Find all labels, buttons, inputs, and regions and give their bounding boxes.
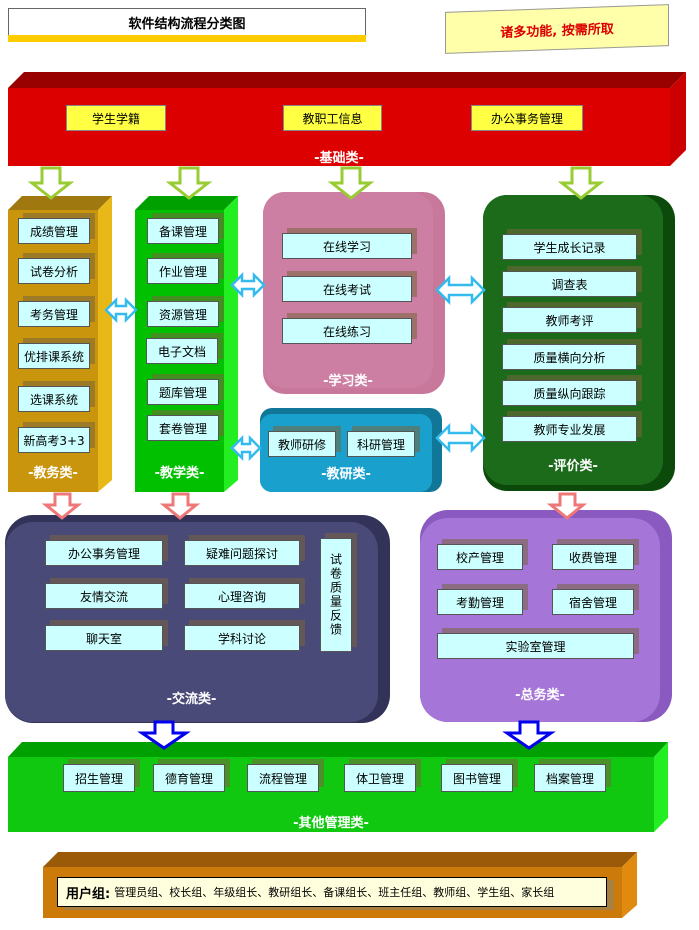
other-item[interactable]: 流程管理 <box>247 764 319 792</box>
user-groups-box: 用户组: 管理员组、校长组、年级组长、教研组长、备课组长、班主任组、教师组、学生… <box>57 877 607 907</box>
jiaoxue-item[interactable]: 题库管理 <box>147 379 219 405</box>
zongwu-item[interactable]: 考勤管理 <box>437 589 523 615</box>
jiaoxue-item[interactable]: 作业管理 <box>147 258 219 284</box>
basic-item[interactable]: 学生学籍 <box>66 105 166 131</box>
jiaowu-item[interactable]: 新高考3+3 <box>18 427 90 453</box>
diagram-title: 软件结构流程分类图 <box>8 8 366 36</box>
jiaowu-item[interactable]: 选课系统 <box>18 386 90 412</box>
xuexi-item[interactable]: 在线学习 <box>282 233 412 259</box>
jiaoliu-label: -交流类- <box>166 692 217 707</box>
jiaoliu-item[interactable]: 友情交流 <box>45 583 163 609</box>
pingjia-item[interactable]: 学生成长记录 <box>502 234 637 260</box>
basic-item[interactable]: 办公事务管理 <box>471 105 583 131</box>
jiaoliu-item[interactable]: 聊天室 <box>45 625 163 651</box>
basic-label: -基础类- <box>314 151 364 166</box>
jiaoyan-item[interactable]: 科研管理 <box>347 431 415 457</box>
user-groups-value: 管理员组、校长组、年级组长、教研组长、备课组长、班主任组、教师组、学生组、家长组 <box>114 886 555 899</box>
basic-item[interactable]: 教职工信息 <box>283 105 382 131</box>
jiaoxue-item[interactable]: 套卷管理 <box>147 415 219 441</box>
other-item[interactable]: 招生管理 <box>63 764 135 792</box>
other-item[interactable]: 档案管理 <box>534 764 606 792</box>
zongwu-label: -总务类- <box>515 688 565 703</box>
jiaowu-item[interactable]: 考务管理 <box>18 301 90 327</box>
pingjia-item[interactable]: 教师考评 <box>502 307 637 333</box>
jiaoyan-label: -教研类- <box>321 467 371 482</box>
jiaowu-item[interactable]: 优排课系统 <box>18 343 90 369</box>
pingjia-item[interactable]: 调查表 <box>502 271 637 297</box>
user-groups-label: 用户组: <box>66 886 111 902</box>
jiaoxue-item[interactable]: 备课管理 <box>147 218 219 244</box>
jiaoyan-item[interactable]: 教师研修 <box>268 431 336 457</box>
jiaowu-label: -教务类- <box>28 466 78 481</box>
other-item[interactable]: 图书管理 <box>441 764 513 792</box>
note-box: 诸多功能, 按需所取 <box>445 4 669 54</box>
pingjia-label: -评价类- <box>548 459 598 474</box>
zongwu-item[interactable]: 收费管理 <box>552 544 634 570</box>
jiaoliu-item[interactable]: 学科讨论 <box>184 625 300 651</box>
zongwu-item[interactable]: 宿舍管理 <box>552 589 634 615</box>
jiaowu-item[interactable]: 试卷分析 <box>18 258 90 284</box>
other-label: -其他管理类- <box>293 816 369 831</box>
other-item[interactable]: 德育管理 <box>153 764 225 792</box>
jiaoliu-item[interactable]: 疑难问题探讨 <box>184 540 300 566</box>
pingjia-item[interactable]: 质量纵向跟踪 <box>502 380 637 406</box>
xuexi-label: -学习类- <box>323 374 373 389</box>
zongwu-item[interactable]: 实验室管理 <box>437 633 634 659</box>
other-item[interactable]: 体卫管理 <box>344 764 416 792</box>
pingjia-item[interactable]: 教师专业发展 <box>502 416 637 442</box>
pingjia-item[interactable]: 质量横向分析 <box>502 344 637 370</box>
jiaoxue-label: -教学类- <box>154 466 205 481</box>
jiaoliu-item[interactable]: 办公事务管理 <box>45 540 163 566</box>
jiaoliu-item[interactable]: 心理咨询 <box>184 583 300 609</box>
zongwu-item[interactable]: 校产管理 <box>437 544 523 570</box>
jiaoliu-item-vertical[interactable]: 试卷质量反馈 <box>320 538 352 652</box>
jiaoxue-item[interactable]: 资源管理 <box>147 301 219 327</box>
xuexi-item[interactable]: 在线考试 <box>282 276 412 302</box>
jiaoxue-item[interactable]: 电子文档 <box>146 338 218 364</box>
title-underline <box>8 35 366 42</box>
xuexi-item[interactable]: 在线练习 <box>282 318 412 344</box>
jiaowu-item[interactable]: 成绩管理 <box>18 218 90 244</box>
